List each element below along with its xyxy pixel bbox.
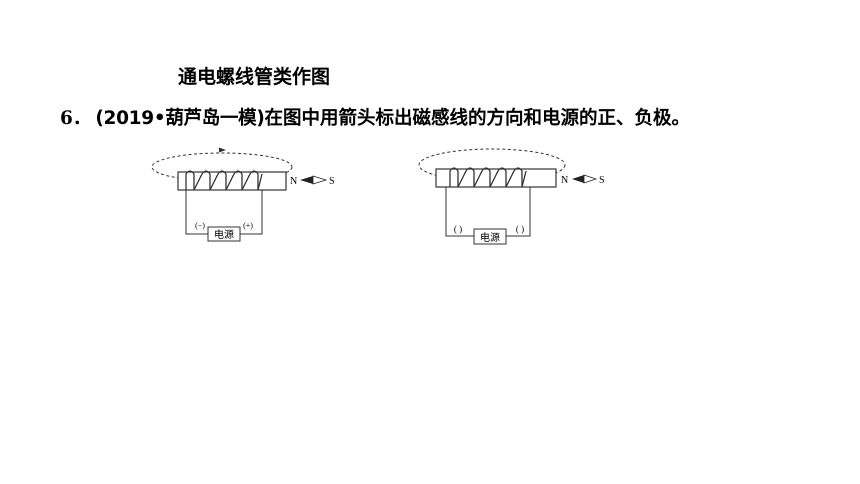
terminal-left-label: (−)	[195, 221, 205, 230]
compass-needle-north	[300, 176, 313, 184]
section-heading: 通电螺线管类作图	[178, 66, 331, 88]
compass-pole-s: S	[599, 175, 605, 186]
solenoid-coil	[449, 167, 527, 188]
field-direction-arrow	[219, 147, 226, 153]
power-source-box	[473, 228, 507, 245]
power-source-label: 电源	[480, 231, 500, 244]
wire-right	[506, 187, 531, 237]
compass-needle-south	[312, 175, 328, 185]
compass-pole-n: N	[290, 176, 297, 187]
terminal-right-label: ( )	[516, 224, 524, 234]
terminal-left-label: ( )	[454, 224, 462, 234]
terminal-right-label: (+)	[243, 221, 253, 230]
wire-left	[445, 187, 474, 237]
question-number: 6．	[60, 108, 92, 129]
solenoid-figure-1: 电源 (−) (+) N S	[151, 147, 335, 242]
power-source-box	[207, 226, 241, 242]
compass-needle-north	[572, 175, 584, 183]
wire-left	[185, 190, 208, 235]
compass-needle-south	[583, 174, 598, 184]
power-source-label: 电源	[214, 228, 234, 241]
solenoid-coil	[185, 170, 263, 191]
solenoid-core	[435, 168, 557, 188]
wire-right	[240, 190, 263, 235]
question-text: 在图中用箭头标出磁感线的方向和电源的正、负极。	[264, 108, 691, 129]
question-source: (2019•葫芦岛一模)	[95, 108, 265, 129]
compass-pole-n: N	[561, 175, 568, 186]
solenoid-figure-2: 电源 ( ) ( ) N S	[418, 148, 605, 245]
compass-pole-s: S	[329, 176, 335, 187]
question-line: 6．(2019•葫芦岛一模)在图中用箭头标出磁感线的方向和电源的正、负极。	[60, 104, 690, 130]
